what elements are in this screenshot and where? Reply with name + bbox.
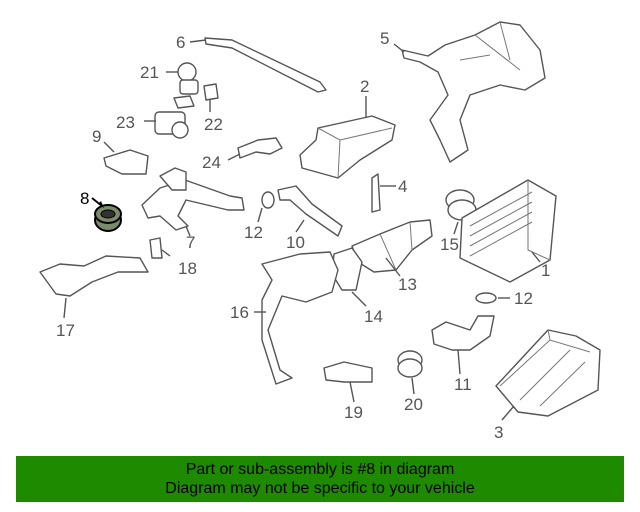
part-11-hose <box>431 315 495 375</box>
part-16-pipe <box>254 251 339 385</box>
banner-line-disclaimer: Diagram may not be specific to your vehi… <box>165 480 475 497</box>
part-4-clip <box>371 173 396 213</box>
parts-diagram: 1 2 3 4 5 6 7 8 9 10 11 12 12 13 14 15 1… <box>39 21 601 442</box>
callout-16: 16 <box>230 303 249 322</box>
part-24-hose <box>227 137 283 161</box>
part-22-valve <box>173 83 219 112</box>
callout-12-right: 12 <box>514 289 533 308</box>
part-23-valve <box>144 111 189 139</box>
callout-22: 22 <box>204 115 223 134</box>
part-2-air-duct <box>299 96 396 179</box>
info-banner: Part or sub-assembly is #8 in diagram Di… <box>16 456 624 502</box>
callout-9: 9 <box>92 127 101 146</box>
part-20-sleeve <box>397 350 423 395</box>
part-5-bracket-assembly <box>393 21 546 163</box>
part-13-pipe <box>351 219 433 277</box>
part-7-pipe <box>141 167 245 237</box>
callout-10: 10 <box>286 233 305 252</box>
part-6-bracket <box>189 37 327 93</box>
banner-line-part-number: Part or sub-assembly is #8 in diagram <box>185 461 455 478</box>
callout-18: 18 <box>178 259 197 278</box>
callout-5: 5 <box>380 29 389 48</box>
part-10-hose <box>277 185 343 237</box>
part-1-intercooler <box>459 179 557 283</box>
callout-2: 2 <box>360 77 369 96</box>
callout-11: 11 <box>454 375 472 394</box>
callout-12-left: 12 <box>244 223 263 242</box>
callout-17: 17 <box>56 321 75 340</box>
callout-13: 13 <box>398 275 417 294</box>
part-19-pipe <box>323 361 373 403</box>
callout-19: 19 <box>344 403 363 422</box>
part-12-ring-right <box>475 292 510 304</box>
callout-7: 7 <box>186 233 195 252</box>
part-21-valve <box>166 62 199 95</box>
part-17-hose <box>39 255 149 319</box>
callout-1: 1 <box>541 261 550 280</box>
callout-3: 3 <box>494 423 503 442</box>
callout-labels: 1 2 3 4 5 6 7 8 9 10 11 12 12 13 14 15 1… <box>56 29 550 442</box>
part-12-ring-left <box>257 191 275 223</box>
callout-6: 6 <box>176 33 185 52</box>
callout-24: 24 <box>202 153 221 172</box>
callout-15: 15 <box>440 235 459 254</box>
callout-21: 21 <box>140 63 159 82</box>
part-8-coupling <box>91 197 122 232</box>
part-18-bracket <box>149 237 171 259</box>
part-9-bracket <box>103 141 149 175</box>
callout-23: 23 <box>116 113 135 132</box>
callout-8-highlighted: 8 <box>80 189 89 208</box>
part-3-air-box <box>495 329 601 421</box>
callout-20: 20 <box>404 395 423 414</box>
callout-14: 14 <box>364 307 383 326</box>
callout-4: 4 <box>398 177 407 196</box>
